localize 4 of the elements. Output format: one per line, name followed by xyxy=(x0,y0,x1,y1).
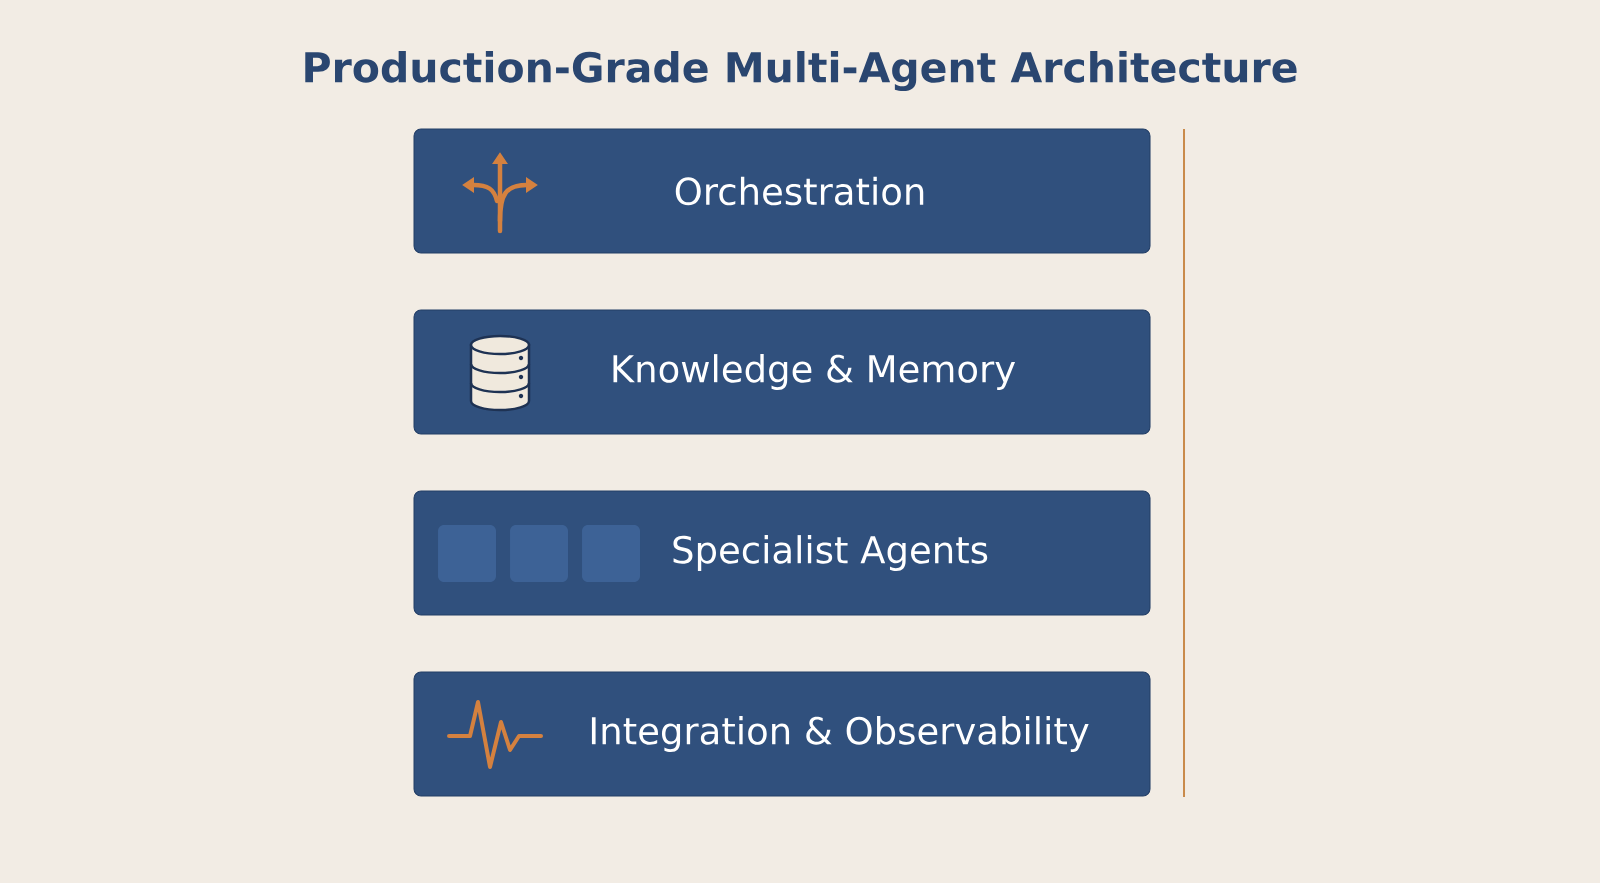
layer-box: Integration & Observability xyxy=(413,671,1151,797)
layer-box: Orchestration xyxy=(413,128,1151,254)
title: Production-Grade Multi-Agent Architecture xyxy=(305,51,1297,91)
layer-box: Knowledge & Memory xyxy=(413,309,1151,435)
